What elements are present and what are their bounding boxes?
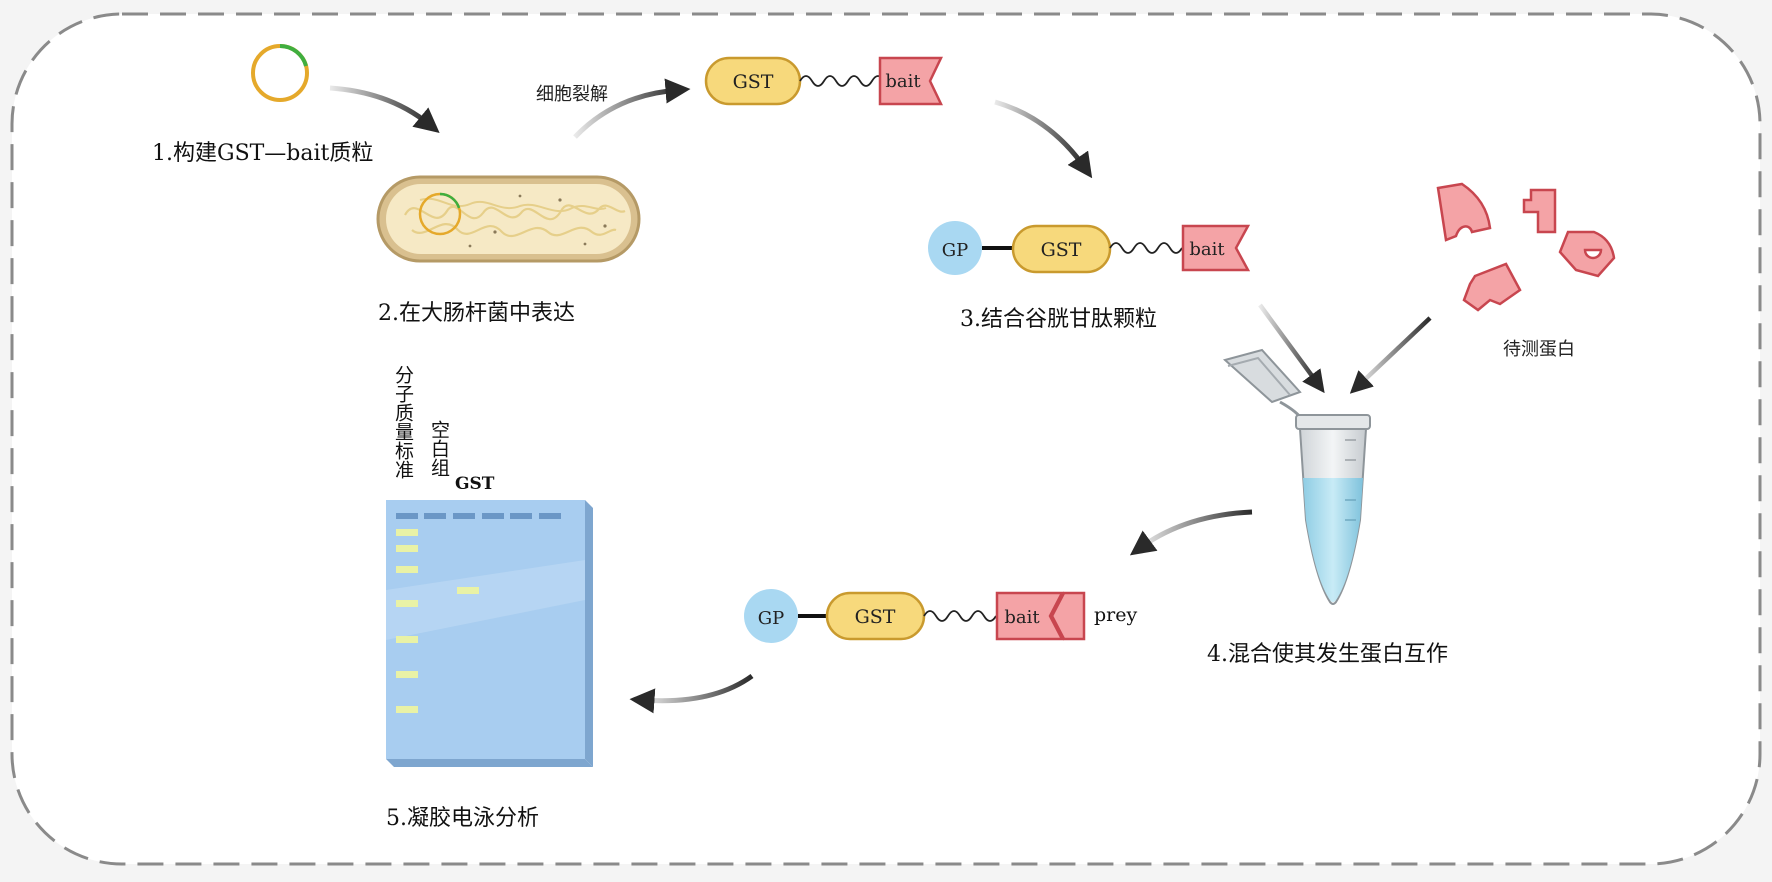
gel-lane-blank-label: 空白组 (428, 420, 450, 477)
lysis-label: 细胞裂解 (536, 84, 608, 105)
svg-text:GP: GP (942, 240, 969, 261)
gp-gst-bait-complex: GP GST bait (928, 221, 1251, 275)
arrow-complex-to-tube (1258, 303, 1325, 394)
arrow-tube-to-result (1129, 509, 1253, 556)
svg-text:bait: bait (885, 71, 921, 92)
arrow-to-gel (629, 673, 754, 714)
test-protein-shapes (1436, 182, 1616, 312)
svg-text:bait: bait (1189, 239, 1225, 260)
bacterium-icon (376, 175, 641, 263)
step-1-label: 1.构建GST—bait质粒 (152, 141, 374, 166)
gel-lane-marker-label: 分子质量标准 (392, 365, 414, 479)
test-protein-label: 待测蛋白 (1503, 339, 1575, 360)
gp-gst-bait-prey-complex: GP GST bait (744, 589, 1086, 643)
svg-text:GP: GP (758, 608, 785, 629)
step-4-label: 4.混合使其发生蛋白互作 (1207, 642, 1448, 667)
microcentrifuge-tube-icon (1222, 348, 1371, 605)
svg-text:bait: bait (1004, 607, 1040, 628)
gel-icon (386, 500, 593, 767)
arrow-protein-to-tube (1349, 316, 1432, 394)
svg-text:GST: GST (1041, 239, 1082, 261)
step-3-label: 3.结合谷胱甘肽颗粒 (960, 307, 1157, 332)
arrow-plasmid-to-bacterium (329, 85, 440, 133)
arrow-lysis (573, 78, 691, 139)
gel-lane-gst-label: GST (455, 474, 495, 494)
step-2-label: 2.在大肠杆菌中表达 (378, 301, 575, 326)
step-5-label: 5.凝胶电泳分析 (386, 806, 539, 831)
prey-label: prey (1094, 604, 1138, 626)
arrow-to-bead (994, 99, 1093, 179)
svg-text:GST: GST (855, 606, 896, 628)
svg-text:GST: GST (733, 71, 774, 93)
gst-bait-fusion-top: GST bait (704, 56, 943, 106)
plasmid-icon (251, 44, 309, 102)
